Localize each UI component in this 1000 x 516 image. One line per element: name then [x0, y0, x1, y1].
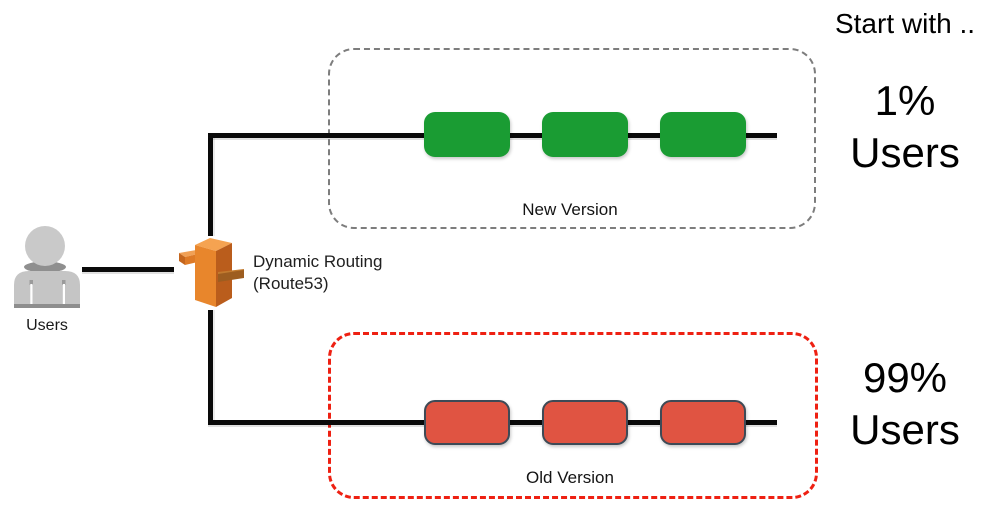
server-node — [424, 112, 510, 157]
old-version-nodes — [424, 400, 746, 445]
server-node — [424, 400, 510, 445]
connector-router-up — [208, 133, 213, 236]
server-node — [542, 112, 628, 157]
old-traffic-percent: 99% — [862, 354, 948, 401]
old-version-group — [328, 332, 818, 499]
server-node — [542, 400, 628, 445]
router-label: Dynamic Routing (Route53) — [253, 251, 382, 295]
new-version-group — [328, 48, 816, 229]
new-traffic-label: Users — [850, 129, 960, 176]
new-version-nodes — [424, 112, 746, 157]
old-traffic-label: Users — [850, 406, 960, 453]
route53-icon — [179, 238, 244, 307]
connector-users-to-router — [82, 267, 174, 272]
new-version-label: New Version — [522, 200, 618, 219]
server-node — [660, 112, 746, 157]
server-node — [660, 400, 746, 445]
connector-router-down — [208, 310, 213, 422]
new-traffic-split: 1% Users — [795, 75, 1000, 179]
router-label-line2: (Route53) — [253, 274, 329, 293]
users-label: Users — [26, 317, 68, 334]
start-with-title: Start with .. — [834, 8, 976, 39]
person-icon — [14, 226, 80, 308]
new-traffic-percent: 1% — [874, 77, 936, 124]
router-label-line1: Dynamic Routing — [253, 252, 383, 271]
users-figure: Users — [8, 222, 86, 335]
old-traffic-split: 99% Users — [795, 352, 1000, 456]
old-version-label: Old Version — [526, 468, 614, 487]
